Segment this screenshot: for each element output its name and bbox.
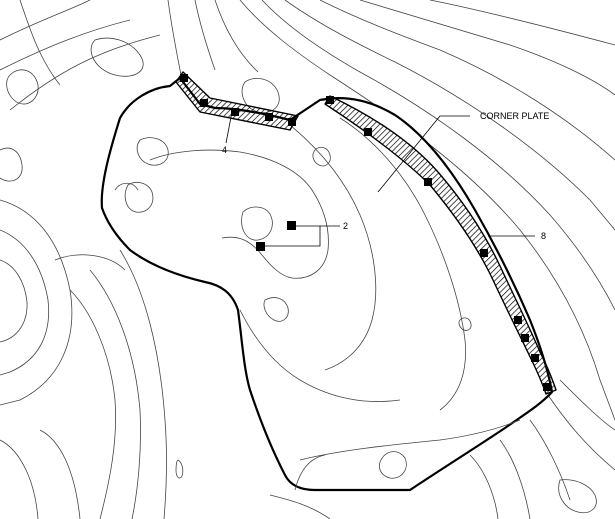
weld-spot <box>256 242 265 251</box>
weld-spot <box>326 96 334 104</box>
label-corner-plate: CORNER PLATE <box>480 111 549 121</box>
weld-spot <box>531 354 539 362</box>
weld-bead-top <box>175 71 299 131</box>
label-weld-edge: 8 <box>541 231 546 241</box>
weld-spot <box>287 221 296 230</box>
weld-spot <box>265 113 273 121</box>
corner-plate <box>100 76 554 492</box>
weld-spot <box>231 108 239 116</box>
weld-spot <box>180 74 188 82</box>
leader-lines <box>225 111 535 247</box>
weld-spot <box>521 334 529 342</box>
weld-spot <box>514 316 522 324</box>
label-weld-top: 4 <box>222 145 227 155</box>
weld-spot <box>200 99 208 107</box>
weld-spot <box>364 128 372 136</box>
weld-spot <box>424 178 432 186</box>
weld-bead-edge <box>324 95 557 395</box>
weld-spot <box>543 383 551 391</box>
weld-center-group <box>256 221 296 251</box>
label-weld-center: 2 <box>343 221 348 231</box>
weld-spot <box>480 249 488 257</box>
weld-spot <box>288 118 296 126</box>
